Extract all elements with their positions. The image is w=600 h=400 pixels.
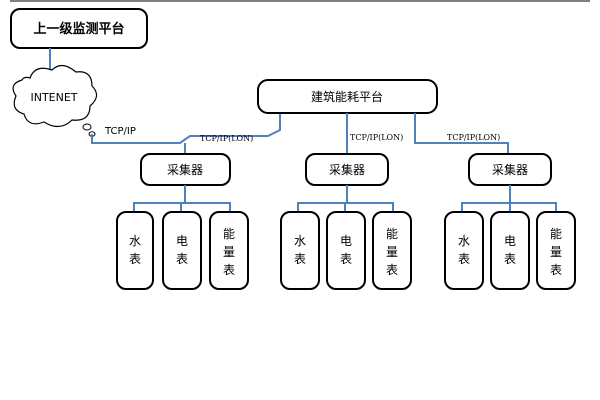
energy-meter-char2-3: 量	[550, 245, 562, 259]
power-meter-char1-1: 电	[176, 234, 188, 248]
link-label-3: TCP/IP(LON)	[447, 133, 500, 142]
energy-meter-char1-2: 能	[386, 227, 398, 241]
water-meter-box-2	[280, 211, 320, 290]
internet-link-label: TCP/IP	[104, 126, 136, 137]
power-meter-char2-2: 表	[340, 252, 352, 266]
collector-label-2: 采集器	[329, 162, 365, 177]
power-meter-box-1	[162, 211, 202, 290]
internet-cloud-icon	[12, 64, 98, 128]
water-meter-char1-1: 水	[129, 234, 141, 248]
energy-meter-box-2	[372, 211, 412, 290]
energy-meter-char3-2: 表	[386, 263, 398, 277]
internet-label: INTENET	[30, 91, 77, 104]
collector-label-3: 采集器	[492, 162, 528, 177]
internet-to-platform-wire	[91, 113, 281, 144]
energy-meter-box-3	[536, 211, 576, 290]
energy-meter-box-1	[209, 211, 249, 290]
energy-meter-char1-3: 能	[550, 227, 562, 241]
building-platform-label: 建筑能耗平台	[311, 89, 383, 104]
upper-platform-label: 上一级监测平台	[33, 21, 124, 37]
meter-wire-3a	[461, 185, 511, 212]
water-meter-char1-2: 水	[294, 234, 306, 248]
link-label-2: TCP/IP(LON)	[350, 133, 403, 142]
power-meter-char2-3: 表	[504, 252, 516, 266]
energy-meter-char1-1: 能	[223, 227, 235, 241]
meter-wire-3c	[510, 202, 557, 212]
wire-collector-3	[414, 113, 509, 154]
power-meter-char2-1: 表	[176, 252, 188, 266]
upper-platform-box	[10, 8, 148, 49]
water-meter-char2-2: 表	[294, 252, 306, 266]
power-meter-box-3	[490, 211, 530, 290]
power-meter-char1-2: 电	[340, 234, 352, 248]
water-meter-box-1	[116, 211, 154, 290]
meter-wire-2a	[297, 185, 348, 212]
meter-wire-1a	[133, 185, 186, 212]
energy-meter-char2-2: 量	[386, 245, 398, 259]
collector-label-1: 采集器	[167, 162, 203, 177]
power-meter-char1-3: 电	[504, 234, 516, 248]
water-meter-box-3	[444, 211, 484, 290]
energy-meter-char3-3: 表	[550, 263, 562, 277]
energy-meter-char3-1: 表	[223, 263, 235, 277]
link-label-1: TCP/IP(LON)	[200, 134, 253, 143]
meter-wire-2c	[347, 202, 394, 212]
cloud-bubble-icon	[82, 123, 92, 131]
power-meter-box-2	[326, 211, 366, 290]
water-meter-char2-1: 表	[129, 252, 141, 266]
meter-wire-1c	[185, 202, 231, 212]
water-meter-char2-3: 表	[458, 252, 470, 266]
water-meter-char1-3: 水	[458, 234, 470, 248]
energy-meter-char2-1: 量	[223, 245, 235, 259]
